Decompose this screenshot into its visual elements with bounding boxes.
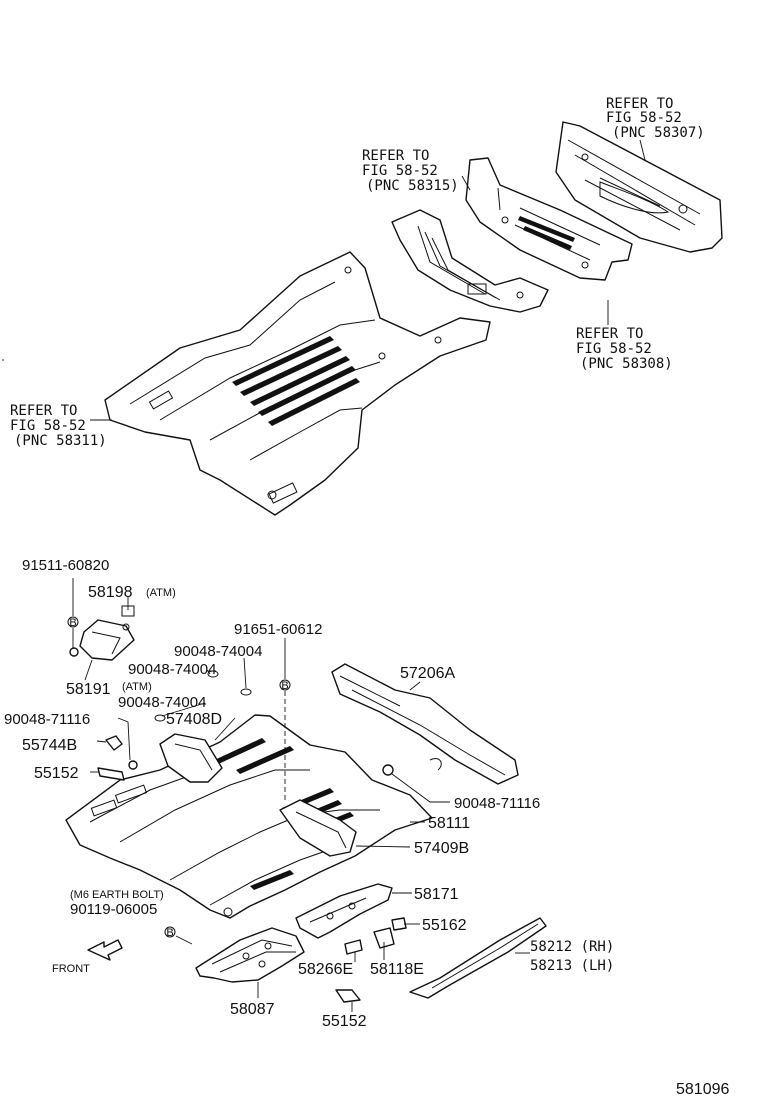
bracket-58171: [295, 883, 393, 939]
label-90048-71116-b: 90048-71116: [454, 795, 540, 812]
leader-lines: [2, 139, 646, 1012]
ref-58307-line1: REFER TO: [606, 96, 673, 112]
label-57206A: 57206A: [400, 665, 455, 682]
label-58191: 58191: [66, 681, 111, 698]
figure-code: 581096: [676, 1081, 729, 1098]
ref-58315-line2: FIG 58-52: [362, 163, 438, 179]
label-55152-b: 55152: [322, 1013, 367, 1030]
clip-55152-lower: [335, 989, 361, 1003]
nut-90048-71116-b: [382, 764, 394, 776]
clip-55152-upper: [97, 767, 125, 781]
ref-58315-line3: (PNC 58315): [366, 178, 459, 194]
label-91511-60820: 91511-60820: [22, 557, 109, 574]
label-90048-74004-c: 90048-74004: [118, 694, 206, 711]
crossmember-57408D: [159, 733, 223, 783]
label-90048-74004-b: 90048-74004: [128, 661, 216, 678]
svg-text:B: B: [281, 680, 288, 692]
clip-58266E: [344, 939, 363, 955]
rocker-rail-58212-58213: [409, 917, 547, 999]
crossmember-57409B: [279, 799, 357, 857]
clip-58118E: [373, 927, 395, 949]
label-58213-lh: 58213 (LH): [530, 958, 614, 974]
label-m6-earth-bolt: (M6 EARTH BOLT): [70, 889, 164, 901]
bolt-marker-91511: B: [67, 616, 79, 629]
bolt-marker-91651: B: [279, 679, 291, 692]
front-arrow: [87, 939, 123, 961]
ref-58311-line1: REFER TO: [10, 403, 77, 419]
ref-58307-line3: (PNC 58307): [612, 125, 705, 141]
label-57409B: 57409B: [414, 840, 469, 857]
ref-58308-line3: (PNC 58308): [580, 356, 673, 372]
label-58191-note: (ATM): [122, 681, 152, 693]
ref-58315-line1: REFER TO: [362, 148, 429, 164]
label-90048-74004-a: 90048-74004: [174, 643, 262, 660]
bolt-91511: [69, 647, 79, 657]
ref-58311-line3: (PNC 58311): [14, 433, 107, 449]
label-90048-71116-a: 90048-71116: [4, 711, 90, 728]
panel-58087: [195, 927, 305, 983]
label-58198-note: (ATM): [146, 587, 176, 599]
nut-55744B: [105, 735, 123, 751]
label-57408D: 57408D: [166, 711, 222, 728]
washer-90048-74004-a: [207, 670, 219, 678]
ref-58311-line2: FIG 58-52: [10, 418, 86, 434]
label-58087: 58087: [230, 1001, 275, 1018]
label-55152-a: 55152: [34, 765, 79, 782]
svg-text:B: B: [69, 617, 76, 629]
svg-text:B: B: [166, 927, 173, 939]
label-58266E: 58266E: [298, 961, 353, 978]
label-55162: 55162: [422, 917, 467, 934]
floor-pan-58311: [104, 251, 491, 516]
label-55744B: 55744B: [22, 737, 77, 754]
washer-90048-74004-b: [240, 688, 252, 696]
label-58198: 58198: [88, 584, 133, 601]
clip-55162: [391, 917, 407, 931]
bolt-marker-90119: B: [164, 926, 176, 939]
label-90119-06005: 90119-06005: [70, 901, 157, 918]
bracket-58191: [79, 605, 135, 661]
nut-90048-71116-a: [128, 760, 138, 770]
bulkhead-panel-58308: [465, 157, 633, 281]
ref-58307-line2: FIG 58-52: [606, 110, 682, 126]
reinforcement-57206A: [331, 663, 519, 785]
label-91651-60612: 91651-60612: [234, 621, 322, 638]
ref-58308-line2: FIG 58-52: [576, 341, 652, 357]
side-member-58315: [391, 209, 549, 313]
label-58111: 58111: [428, 815, 470, 832]
ref-58308-line1: REFER TO: [576, 326, 643, 342]
label-58212-rh: 58212 (RH): [530, 939, 614, 955]
label-58171: 58171: [414, 886, 459, 903]
rear-cross-panel-58307: [555, 121, 723, 253]
label-58118E: 58118E: [370, 961, 424, 978]
front-label: FRONT: [52, 963, 90, 975]
washer-90048-74004-c: [154, 714, 166, 722]
